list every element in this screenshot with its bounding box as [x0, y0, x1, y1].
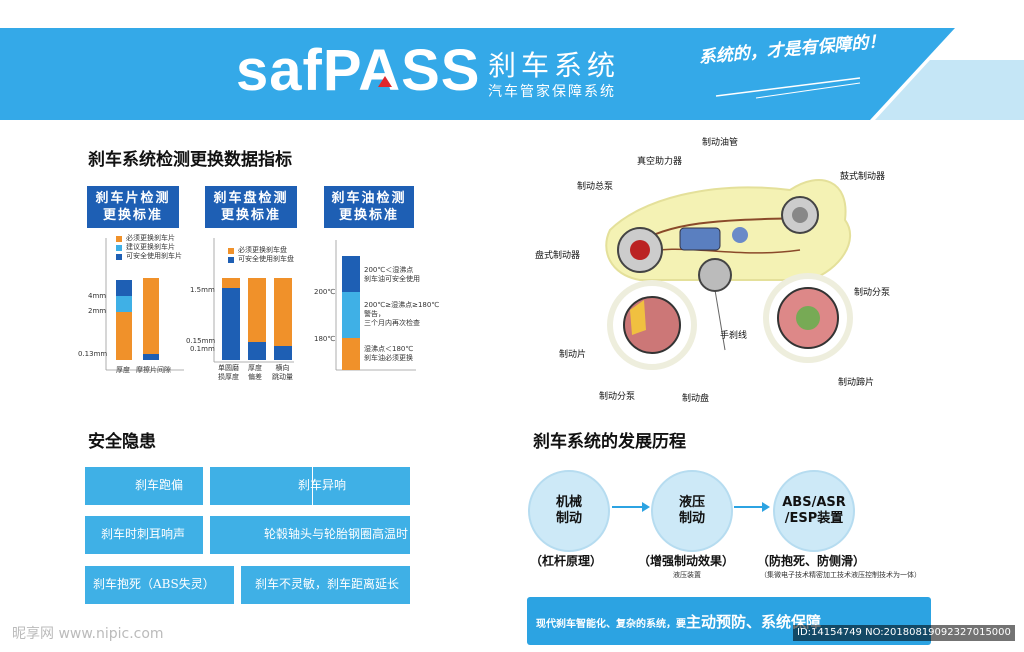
pads-bar-gap-replace — [143, 278, 159, 354]
category-label: 厚度偏差 — [248, 364, 262, 381]
stage-circle-hydraulic: 液压制动 — [651, 470, 733, 552]
stage-circle-mechanical: 机械制动 — [528, 470, 610, 552]
disc-bar-wear-replace — [222, 278, 240, 288]
disc-chart — [213, 238, 294, 363]
disc-bar-wear-safe — [222, 288, 240, 360]
label-oil-pipe: 制动油管 — [702, 138, 739, 148]
logo-triangle-icon — [378, 76, 392, 87]
oil-standard-title: 刹车油检测更换标准 — [324, 186, 414, 228]
legend-item: 可安全使用刹车片 — [116, 252, 182, 261]
label-handbrake: 手刹线 — [720, 331, 748, 341]
stage-arrows — [612, 502, 770, 512]
oil-band-warning — [342, 292, 360, 338]
divider — [312, 467, 313, 505]
pads-chart — [105, 238, 184, 371]
stage-note: 液压装置 — [673, 571, 701, 579]
disc-legend: 必须更换刹车盘 可安全使用刹车盘 — [228, 246, 294, 264]
header-title: 刹车系统 — [488, 49, 621, 82]
arrow-right-icon — [734, 502, 770, 512]
disc-bar-thick-replace — [248, 278, 266, 342]
hazard-item: 刹车抱死（ABS失灵） — [85, 566, 234, 604]
tick-label: 0.15mm — [186, 337, 216, 345]
label-disc-brake: 盘式制动器 — [535, 251, 581, 261]
header-subtitle: 汽车管家保障系统 — [488, 84, 616, 100]
stage-caption: （防抱死、防侧滑） — [757, 554, 866, 568]
pads-bar-thickness-suggest — [116, 296, 132, 312]
legend-item: 必须更换刹车盘 — [228, 246, 294, 255]
category-label: 厚度 — [116, 366, 130, 374]
indicators-title: 刹车系统检测更换数据指标 — [88, 150, 292, 170]
watermark-id: ID:14154749 NO:20180819092327015000 — [793, 625, 1015, 641]
tick-label: 0.1mm — [190, 345, 215, 353]
legend-item: 建议更换刹车片 — [116, 243, 182, 252]
category-label: 摩擦片间隙 — [136, 366, 171, 374]
stage-caption: （杠杆原理） — [530, 554, 603, 568]
oil-band-label: 200℃＜湿沸点刹车油可安全使用 — [364, 266, 420, 283]
category-label: 单圆磨损厚度 — [218, 364, 239, 381]
label-master-pump: 制动总泵 — [577, 182, 614, 192]
arrow-right-icon — [612, 502, 650, 512]
rear-left-wheel-icon — [698, 258, 732, 292]
pads-bar-thickness-replace — [116, 312, 132, 360]
hazard-item: 刹车异响 — [210, 467, 410, 505]
tick-label: 0.13mm — [78, 350, 108, 358]
tick-label: 180℃ — [314, 335, 336, 343]
booster-icon — [679, 227, 721, 251]
hazard-item: 刹车不灵敏，刹车距离延长 — [241, 566, 410, 604]
tick-label: 1.5mm — [190, 286, 215, 294]
stage-circle-abs: ABS/ASR/ESP装置 — [773, 470, 855, 552]
watermark-site: 昵享网 www.nipic.com — [12, 626, 164, 642]
pads-bar-gap-safe — [143, 354, 159, 360]
label-booster: 真空助力器 — [637, 157, 683, 167]
disc-bar-runout-replace — [274, 278, 292, 346]
pads-legend: 必须更换刹车片 建议更换刹车片 可安全使用刹车片 — [116, 234, 182, 261]
label-shoe: 制动蹄片 — [838, 378, 875, 388]
brand-logo: safPASS — [236, 38, 481, 103]
category-label: 横向跳动量 — [272, 364, 293, 381]
history-title: 刹车系统的发展历程 — [533, 432, 686, 452]
label-disc: 制动盘 — [682, 394, 710, 404]
label-wheel-pump: 制动分泵 — [599, 392, 636, 402]
label-wheel-pump-right: 制动分泵 — [854, 288, 891, 298]
header-band — [0, 28, 1024, 120]
tick-label: 2mm — [88, 307, 107, 315]
stage-caption: （增强制动效果） — [638, 554, 735, 568]
disc-standard-title: 刹车盘检测更换标准 — [205, 186, 297, 228]
disc-bar-runout-safe — [274, 346, 292, 360]
tick-label: 200℃ — [314, 288, 336, 296]
hazard-item: 轮毂轴头与轮胎钢圈高温时 — [210, 516, 410, 554]
tick-label: 4mm — [88, 292, 107, 300]
brake-system-diagram — [605, 179, 853, 370]
banner-text: 现代刹车智能化、复杂的系统，要主动预防、系统保障 — [536, 613, 822, 631]
pads-standard-title: 刹车片检测更换标准 — [87, 186, 179, 228]
oil-band-safe — [342, 256, 360, 292]
hazard-item: 刹车时刺耳响声 — [85, 516, 203, 554]
oil-band-replace — [342, 338, 360, 370]
label-pad: 制动片 — [559, 350, 587, 360]
pads-bar-thickness-safe — [116, 280, 132, 296]
legend-item: 必须更换刹车片 — [116, 234, 182, 243]
disc-bar-thick-safe — [248, 342, 266, 360]
stage-note: （集微电子技术精密加工技术液压控制技术为一体） — [760, 571, 921, 579]
legend-item: 可安全使用刹车盘 — [228, 255, 294, 264]
hazard-item: 刹车跑偏 — [85, 467, 203, 505]
hazards-title: 安全隐患 — [88, 432, 156, 452]
label-drum: 鼓式制动器 — [840, 172, 886, 182]
oil-chart — [335, 240, 416, 371]
